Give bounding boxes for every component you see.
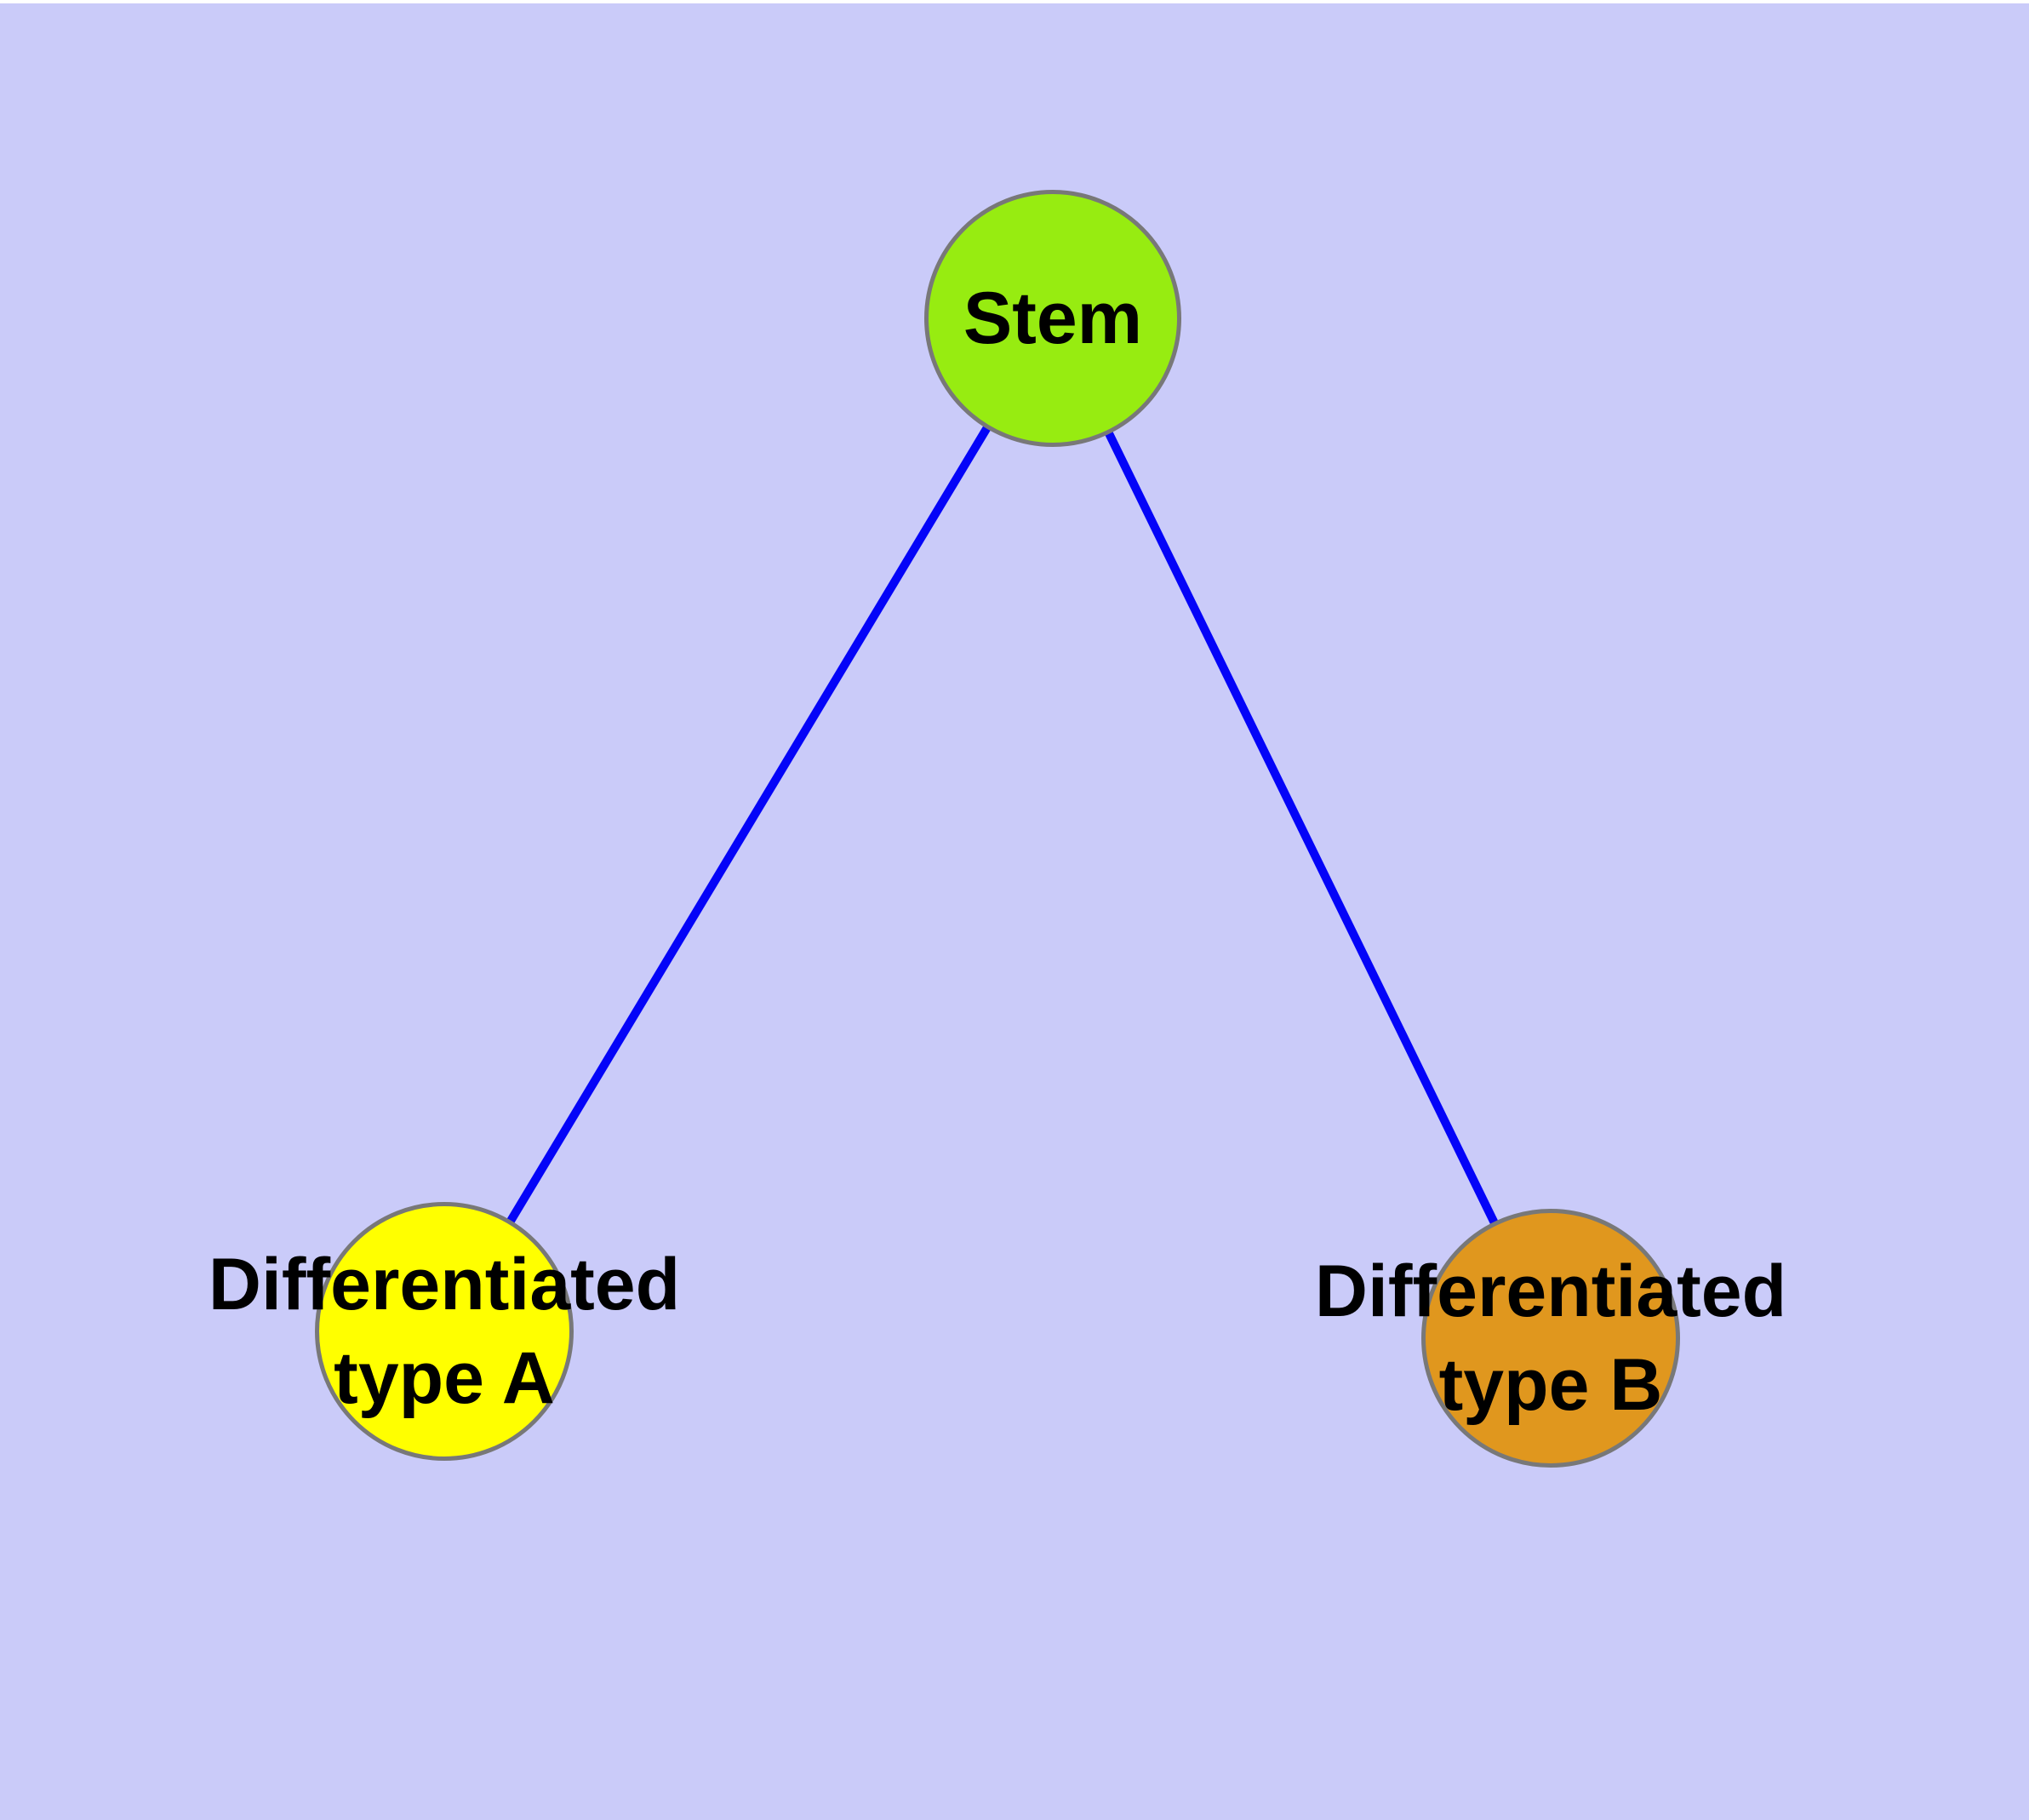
edge-stem-to-type-a [440, 316, 1057, 1334]
node-circle-stem[interactable] [924, 190, 1181, 447]
node-circle-type-b[interactable] [1421, 1209, 1680, 1468]
node-circle-type-a[interactable] [315, 1202, 574, 1461]
edge-stem-to-type-b [1049, 316, 1555, 1341]
